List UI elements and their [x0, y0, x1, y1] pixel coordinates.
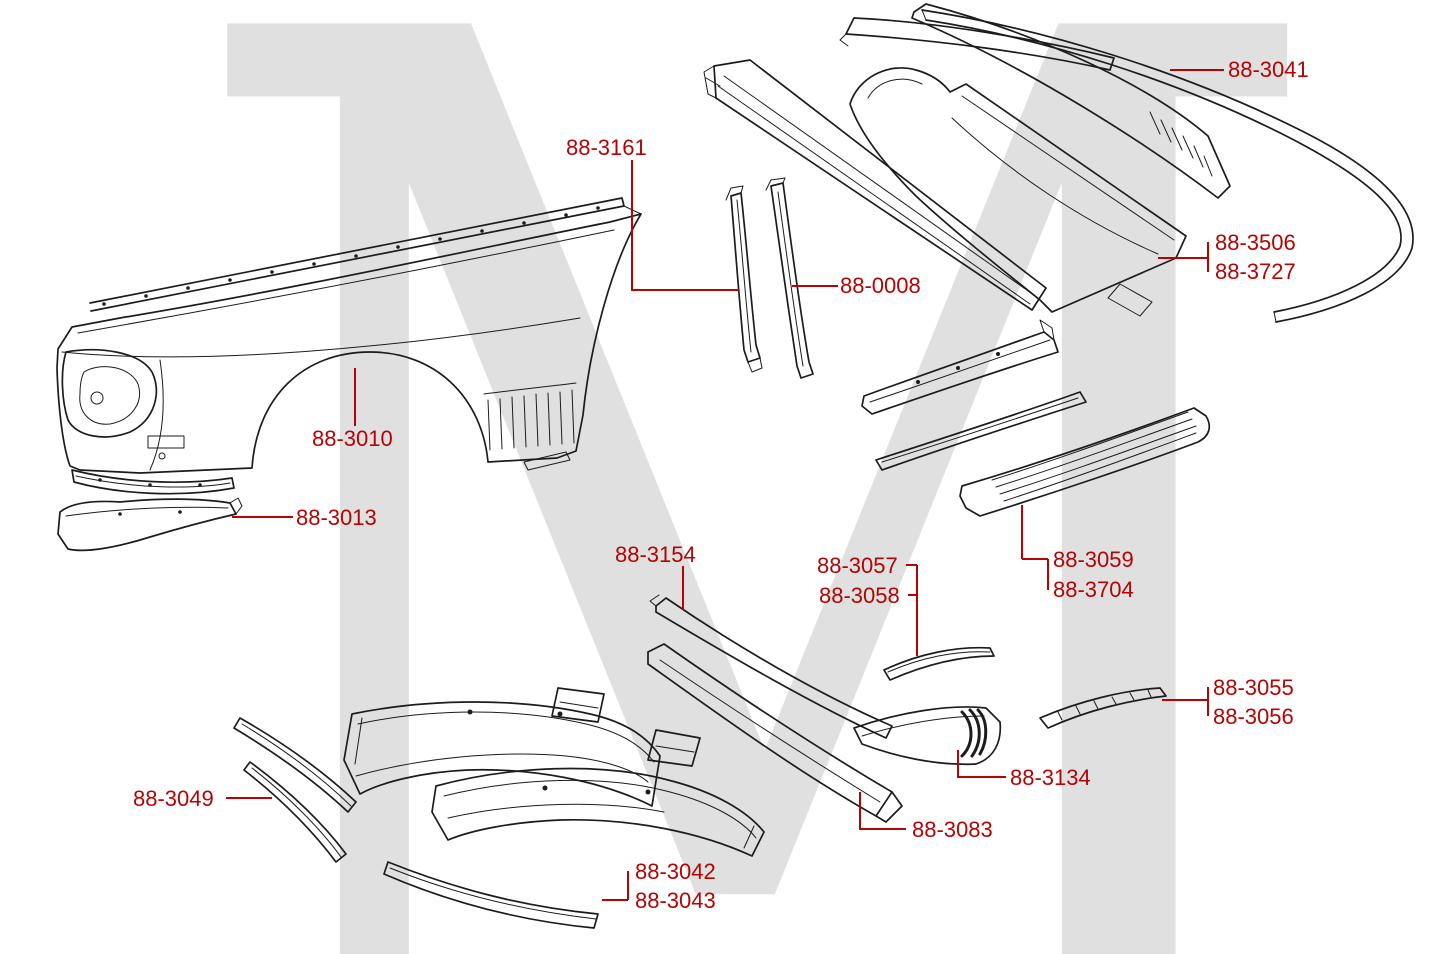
diagonal-strips-drawing	[647, 594, 903, 823]
rear-trim-strips-drawing	[861, 319, 1211, 517]
part-label-88-3134[interactable]: 88-3134	[1010, 765, 1091, 790]
side-trim-piece-drawing	[1039, 687, 1167, 729]
leader-lines	[226, 69, 1224, 901]
leader-88-3134	[957, 750, 1006, 778]
front-fender-drawing	[56, 197, 642, 495]
part-label-88-3049[interactable]: 88-3049	[133, 786, 214, 811]
leader-88-3059-3704	[1021, 505, 1049, 590]
part-label-88-3042[interactable]: 88-3042	[635, 859, 716, 884]
pillar-strips-drawing	[725, 177, 814, 379]
bumper-corner-piece-drawing	[853, 706, 1002, 766]
small-trim-strip-drawing	[883, 646, 995, 681]
part-label-88-3043[interactable]: 88-3043	[635, 888, 716, 913]
part-label-88-3059[interactable]: 88-3059	[1053, 547, 1134, 572]
left-molding-strips-drawing	[233, 717, 357, 863]
part-label-88-3056[interactable]: 88-3056	[1213, 704, 1294, 729]
rear-panel-assembly-drawing	[703, 3, 1231, 317]
part-label-88-3727[interactable]: 88-3727	[1215, 259, 1296, 284]
part-label-88-3010[interactable]: 88-3010	[312, 426, 393, 451]
part-label-88-3083[interactable]: 88-3083	[912, 817, 993, 842]
part-label-88-3041[interactable]: 88-3041	[1228, 57, 1309, 82]
part-label-88-3161[interactable]: 88-3161	[566, 135, 647, 160]
part-label-88-3506[interactable]: 88-3506	[1215, 230, 1296, 255]
bottom-molding-strip-drawing	[383, 861, 599, 929]
part-label-88-3057[interactable]: 88-3057	[817, 553, 898, 578]
leader-88-3055-3056	[1162, 687, 1209, 716]
windshield-molding-drawing	[921, 9, 1414, 323]
part-label-88-3704[interactable]: 88-3704	[1053, 577, 1134, 602]
leader-88-3083	[859, 792, 906, 830]
part-label-88-3058[interactable]: 88-3058	[819, 583, 900, 608]
leader-88-3161	[631, 160, 739, 291]
part-label-88-3013[interactable]: 88-3013	[296, 505, 377, 530]
bumper-assembly-drawing	[343, 687, 765, 857]
leader-88-3042-3043	[602, 871, 629, 901]
part-label-88-3055[interactable]: 88-3055	[1213, 675, 1294, 700]
part-label-88-0008[interactable]: 88-0008	[840, 273, 921, 298]
leader-88-3057-3058	[906, 564, 918, 656]
part-label-88-3154[interactable]: 88-3154	[615, 542, 696, 567]
leader-88-3506-3727	[1158, 242, 1209, 272]
front-lower-trim-drawing	[57, 497, 243, 552]
